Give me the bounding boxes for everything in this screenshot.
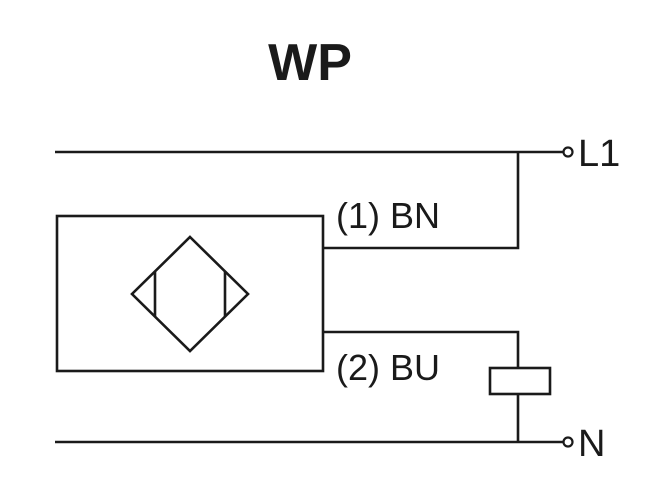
brown-wire-label: (1) BN <box>336 195 440 236</box>
blue-wire-label: (2) BU <box>336 347 440 388</box>
brown-wire <box>323 152 520 250</box>
load-icon <box>488 366 552 396</box>
diagram-title: WP <box>268 34 352 92</box>
terminal-n-label: N <box>578 423 605 465</box>
sensor-body <box>55 214 325 373</box>
blue-wire <box>323 330 520 368</box>
terminal-l1 <box>562 146 574 158</box>
inductive-proximity-sensor-icon <box>130 235 250 353</box>
terminal-l1-label: L1 <box>578 133 620 175</box>
terminal-n <box>562 436 574 448</box>
